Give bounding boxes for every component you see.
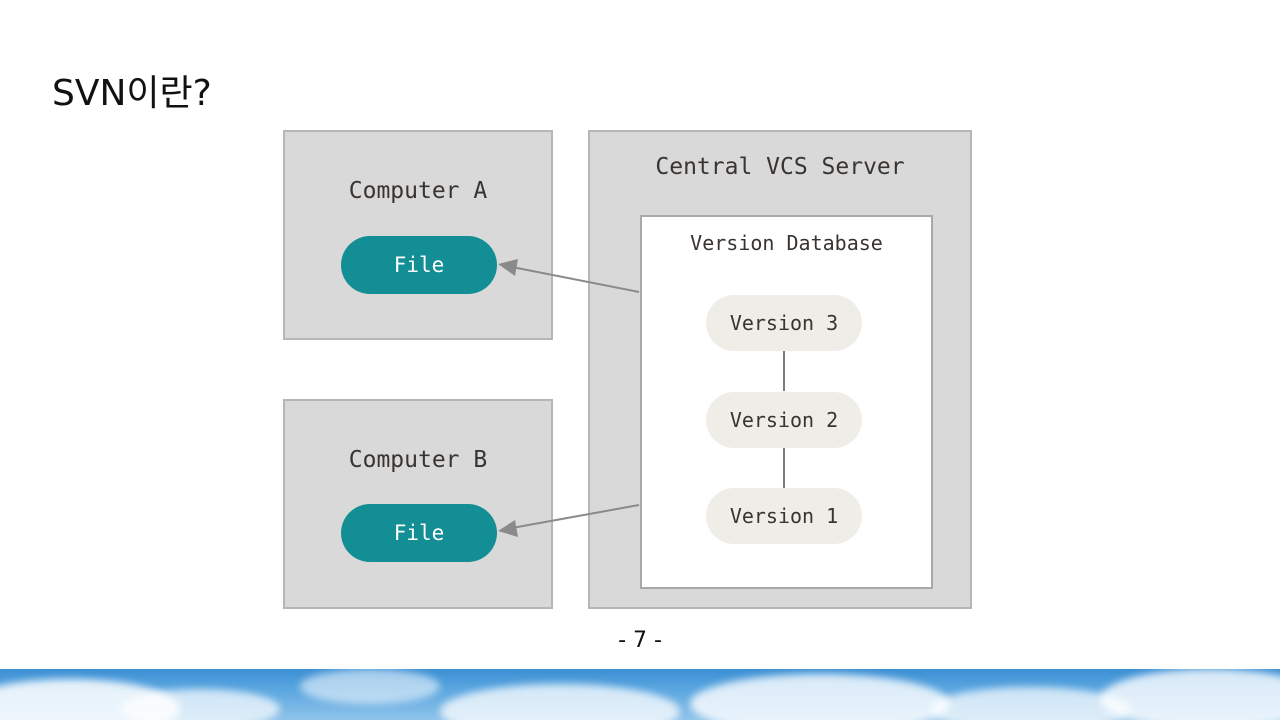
- version-connector-2-1: [783, 448, 785, 488]
- page-number: - 7 -: [618, 628, 662, 653]
- central-vcs-server-label: Central VCS Server: [655, 154, 905, 180]
- version-connector-3-2: [783, 351, 785, 391]
- version-2-pill: Version 2: [706, 392, 862, 448]
- version-database-label: Version Database: [690, 231, 883, 255]
- version-3-pill: Version 3: [706, 295, 862, 351]
- version-1-pill: Version 1: [706, 488, 862, 544]
- computer-b-label: Computer B: [348, 447, 488, 473]
- computer-b-file: File: [341, 504, 497, 562]
- central-vcs-server-box: Central VCS Server Version Database Vers…: [588, 130, 972, 609]
- version-database-box: Version Database Version 3 Version 2 Ver…: [640, 215, 933, 589]
- computer-a-file: File: [341, 236, 497, 294]
- slide-title: SVN이란?: [52, 73, 212, 114]
- computer-b-box: Computer B File: [283, 399, 553, 609]
- computer-a-box: Computer A File: [283, 130, 553, 340]
- computer-a-label: Computer A: [348, 178, 488, 204]
- sky-banner-image: [0, 669, 1280, 720]
